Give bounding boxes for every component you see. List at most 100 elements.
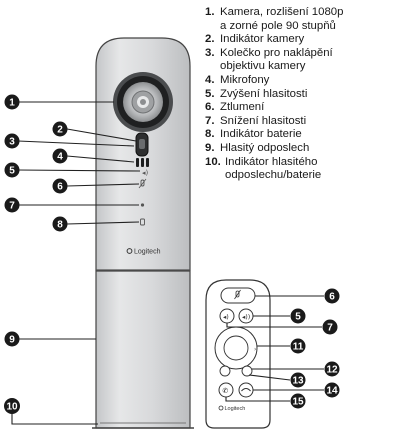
- callout-6: 6: [52, 178, 68, 194]
- remote-hangup-icon: [241, 387, 251, 392]
- remote-callout-7: 7: [322, 319, 338, 335]
- logitech-logo-text: Logitech: [134, 249, 161, 256]
- conferencecam-device: ◂) Logitech: [92, 37, 194, 429]
- legend-text: Ztlumení: [220, 101, 265, 114]
- remote-call-button[interactable]: ✆: [218, 382, 234, 398]
- legend-number: 10.: [205, 155, 221, 168]
- svg-text:12: 12: [326, 364, 338, 375]
- svg-text:6: 6: [57, 182, 63, 193]
- legend-text: odposlechu/baterie: [225, 169, 322, 182]
- svg-text:10: 10: [6, 402, 18, 413]
- callout-7: 7: [4, 197, 20, 213]
- legend-item: 4. Mikrofony: [205, 74, 393, 88]
- svg-text:7: 7: [327, 323, 333, 334]
- remote-callout-14: 14: [324, 382, 340, 398]
- svg-text:3: 3: [9, 137, 15, 148]
- remote-far-end-button[interactable]: [219, 365, 231, 377]
- remote-hangup-button[interactable]: [238, 382, 254, 398]
- remote-logo: Logitech: [218, 405, 246, 412]
- legend-number: 8.: [205, 128, 215, 141]
- remote-dpad-icon[interactable]: ›: [214, 326, 258, 370]
- remote-callout-15: 15: [290, 393, 306, 409]
- legend-text: Snížení hlasitosti: [220, 114, 307, 127]
- legend-item: 6. Ztlumení: [205, 101, 393, 115]
- svg-text:13: 13: [292, 375, 304, 386]
- remote-home-button[interactable]: [241, 365, 253, 377]
- legend-item: 5. Zvýšení hlasitosti: [205, 88, 393, 102]
- svg-text:1: 1: [9, 98, 15, 109]
- callout-5: 5: [4, 162, 20, 178]
- legend-item-continuation: odposlechu/baterie: [205, 169, 393, 183]
- remote-control: ◂) ◂)) › ✆ Logitech: [205, 279, 271, 429]
- legend-number: 2.: [205, 33, 215, 46]
- logitech-logo-icon: Logitech: [126, 248, 161, 256]
- remote-mute-button[interactable]: [220, 287, 256, 304]
- remote-logo-text: Logitech: [225, 406, 246, 412]
- remote-callout-6: 6: [324, 288, 340, 304]
- legend-number: 4.: [205, 73, 215, 86]
- battery-indicator-icon: [140, 218, 145, 226]
- svg-text:15: 15: [292, 396, 304, 407]
- leader-lines: [11, 101, 141, 425]
- remote-mute-icon: [234, 289, 241, 300]
- callout-9: 9: [4, 331, 20, 347]
- remote-volume-down-icon: ◂): [223, 313, 229, 321]
- remote-callout-5: 5: [290, 308, 306, 324]
- legend-item: 7. Snížení hlasitosti: [205, 115, 393, 129]
- svg-text:2: 2: [57, 125, 63, 136]
- legend-item: 9. Hlasitý odposlech: [205, 142, 393, 156]
- remote-call-icon: ✆: [223, 387, 229, 395]
- svg-text:›: ›: [254, 346, 256, 353]
- legend-text: Hlasitý odposlech: [220, 141, 310, 154]
- legend-number: 6.: [205, 101, 215, 114]
- legend-text: Indikátor hlasitého: [225, 155, 318, 168]
- legend-number: 7.: [205, 114, 215, 127]
- svg-text:4: 4: [57, 152, 63, 163]
- callout-3: 3: [4, 133, 20, 149]
- legend-item-continuation: objektivu kamery: [205, 60, 393, 74]
- legend-item: 10. Indikátor hlasitého: [205, 156, 393, 170]
- remote-leader-lines: [225, 295, 324, 402]
- remote-callout-11: 11: [290, 338, 306, 354]
- volume-down-icon[interactable]: [140, 203, 145, 207]
- legend-text: Kolečko pro naklápění: [220, 46, 333, 59]
- remote-callout-13: 13: [290, 372, 306, 388]
- remote-volume-down-button[interactable]: ◂): [219, 308, 235, 324]
- svg-text:6: 6: [329, 292, 335, 303]
- legend-text: Zvýšení hlasitosti: [220, 87, 308, 100]
- remote-callout-12: 12: [324, 361, 340, 377]
- legend-item: 2. Indikátor kamery: [205, 33, 393, 47]
- callout-8: 8: [52, 216, 68, 232]
- legend-text: Indikátor kamery: [220, 33, 305, 46]
- remote-volume-up-button[interactable]: ◂)): [238, 308, 254, 324]
- legend-number: 3.: [205, 46, 215, 59]
- legend-item: 1. Kamera, rozlišení 1080p: [205, 6, 393, 20]
- mute-icon[interactable]: [138, 178, 147, 189]
- legend-text: objektivu kamery: [220, 60, 306, 73]
- legend-item: 3. Kolečko pro naklápění: [205, 47, 393, 61]
- legend-text: a zorné pole 90 stupňů: [220, 19, 336, 32]
- callout-10: 10: [4, 398, 20, 414]
- svg-text:9: 9: [9, 335, 15, 346]
- legend-text: Kamera, rozlišení 1080p: [220, 6, 344, 18]
- callout-1: 1: [4, 94, 20, 110]
- svg-text:7: 7: [9, 201, 15, 212]
- callout-4: 4: [52, 148, 68, 164]
- svg-text:5: 5: [295, 312, 301, 323]
- legend-text: Indikátor baterie: [220, 128, 302, 141]
- microphone-grille-icon: [136, 158, 149, 167]
- legend-number: 5.: [205, 87, 215, 100]
- svg-text:5: 5: [9, 166, 15, 177]
- legend-text: Mikrofony: [220, 73, 270, 86]
- callout-2: 2: [52, 121, 68, 137]
- volume-up-icon[interactable]: ◂): [142, 169, 149, 177]
- legend-number: 9.: [205, 141, 215, 154]
- svg-text:11: 11: [293, 341, 304, 352]
- remote-volume-up-icon: ◂)): [242, 313, 250, 321]
- camera-indicator: [139, 139, 145, 149]
- camera-lens-icon: [113, 72, 173, 132]
- legend-number: 1.: [205, 6, 215, 18]
- svg-text:14: 14: [326, 385, 338, 396]
